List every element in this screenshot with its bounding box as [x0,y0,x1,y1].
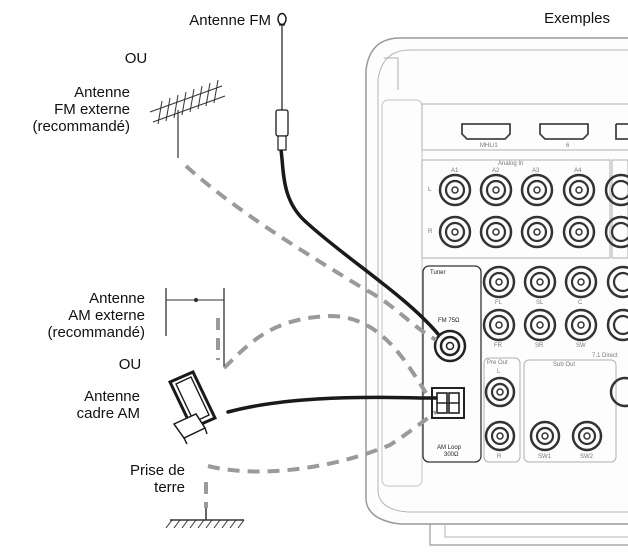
direct-label: 7.1 Direct [592,353,618,359]
rca-jack-a1-l [438,173,472,207]
row-r-label: R [428,229,433,235]
a4-label: A4 [574,168,582,174]
fm-coax-jack [433,329,467,363]
am-loop-cable [226,395,438,414]
rca-jack-partial-bottom [609,376,628,408]
rca-jack-a2-l [479,173,513,207]
sub-out-label: Sub Out [553,362,575,368]
rca-jack-sl [523,265,557,299]
ou-label-1: OU [124,50,148,67]
am-loop-label-1: AM Loop [437,445,462,451]
rca-jack-sw [564,308,598,342]
receiver-rear-panel: MHL/1 6 Analog In A1 A2 A3 A4 L R T [365,37,628,546]
fm-75-label: FM 75Ω [438,318,460,324]
ground-dashed-cable [207,410,438,474]
rca-jacks-analog-in [438,173,628,249]
fm-antenna-label: Antenne FM [189,12,271,29]
am-loop-label-2: 300Ω [444,452,459,458]
rca-jack-a3-l [520,173,554,207]
hdmi-port-2 [539,123,589,140]
c-label: C [578,300,583,306]
hdmi-2-label: 6 [566,143,570,149]
ext-fm-antenna-label-line3: (recommandé) [32,118,130,135]
rca-jack-a4-l [562,173,596,207]
rca-jacks-preout [482,265,628,342]
fl-label: FL [495,300,503,306]
am-loop-antenna-label-line2: cadre AM [76,405,140,422]
am-loop-antenna-icon [167,370,218,445]
ext-am-antenna-label-line3: (recommandé) [47,324,145,341]
pre-out-label: Pre Out [487,360,508,366]
ground-symbol-icon [165,508,245,529]
rca-jack-a3-r [520,215,554,249]
rca-jack-sw2 [571,420,603,452]
ext-fm-antenna-label-line2: FM externe [54,101,130,118]
fm-antenna-cable [279,148,440,336]
external-fm-antenna-icon [149,79,226,158]
pre-out-l-label: L [497,369,501,375]
a3-label: A3 [532,168,540,174]
sw2-label: SW2 [580,454,594,460]
ext-am-antenna-label-line1: Antenne [89,290,145,307]
rca-jack-c [564,265,598,299]
tuner-section [422,265,482,463]
hdmi-port-1 [461,123,511,140]
fr-label: FR [494,343,503,349]
am-loop-antenna-label-line1: Antenne [84,388,140,405]
ext-am-dashed-cable [222,313,428,395]
row-l-label: L [428,187,432,193]
active-connections [226,148,440,414]
rca-jack-fr [482,308,516,342]
rca-jack-sr [523,308,557,342]
rca-jack-partial-top [606,265,628,299]
sr-label: SR [535,343,544,349]
sw-label: SW [576,343,586,349]
sl-label: SL [536,300,544,306]
hdmi-1-label: MHL/1 [480,143,498,149]
rca-jack-fl [482,265,516,299]
ext-fm-antenna-label-line1: Antenne [74,84,130,101]
rca-jack-pre-r [484,420,516,452]
rca-jack-partial-r [604,215,628,249]
optional-connections [184,164,438,508]
ext-am-antenna-label-line2: AM externe [68,307,145,324]
am-loop-terminal [431,387,465,419]
rca-jack-sw1 [529,420,561,452]
analog-in-label: Analog In [498,161,523,167]
a1-label: A1 [451,168,459,174]
rca-jack-partial-l [604,173,628,207]
rca-jack-pre-l [484,376,516,408]
rca-jack-a1-r [438,215,472,249]
exemples-title: Exemples [544,10,610,27]
a2-label: A2 [492,168,500,174]
ground-label-line2: terre [154,479,185,496]
ou-label-2: OU [118,356,142,373]
pre-out-r-label: R [497,454,502,460]
ground-label-line1: Prise de [129,462,185,479]
fm-wire-antenna [275,12,289,151]
external-am-antenna-icon [165,288,225,366]
rca-jack-a4-r [562,215,596,249]
rca-jacks-lower [484,376,628,452]
tuner-label: Tuner [430,270,445,276]
rca-jack-partial-mid [606,308,628,342]
sw1-label: SW1 [538,454,552,460]
rca-jack-a2-r [479,215,513,249]
